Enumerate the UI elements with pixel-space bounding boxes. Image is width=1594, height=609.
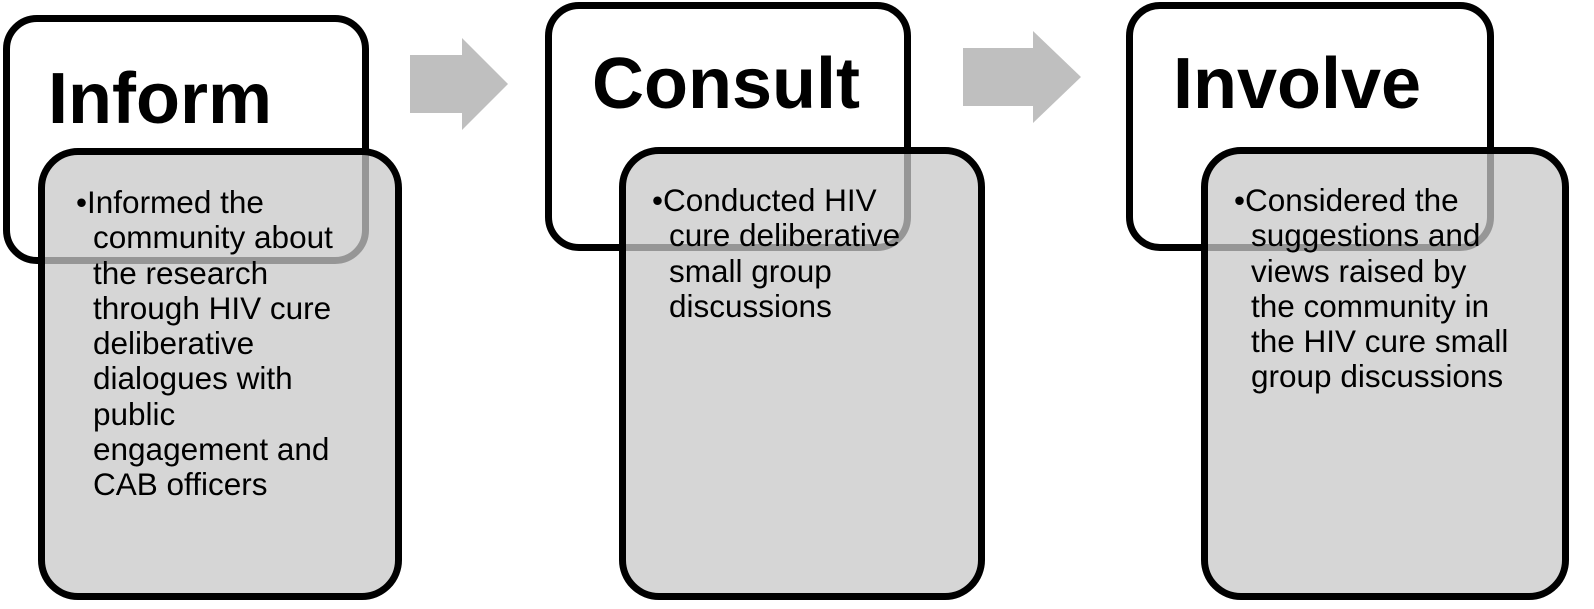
stage-involve-title: Involve xyxy=(1173,44,1422,124)
right-arrow-icon xyxy=(963,31,1081,123)
bullet: • xyxy=(652,182,664,218)
stage-inform-title: Inform xyxy=(48,59,272,139)
stage-inform-description-text: Informed the community about the researc… xyxy=(87,184,333,503)
stage-inform-description: •Informed the community about the resear… xyxy=(76,184,395,503)
stage-consult-title: Consult xyxy=(592,44,860,124)
stage-involve-detail-box: •Considered the suggestions and views ra… xyxy=(1201,147,1569,600)
stage-consult-description: •Conducted HIV cure deliberative small g… xyxy=(652,182,978,324)
bullet: • xyxy=(1234,182,1246,218)
stage-inform-detail-box: •Informed the community about the resear… xyxy=(38,148,402,600)
stage-consult-description-text: Conducted HIV cure deliberative small gr… xyxy=(663,182,901,324)
stage-involve-description: •Considered the suggestions and views ra… xyxy=(1234,182,1562,395)
bullet: • xyxy=(76,184,88,220)
right-arrow-icon xyxy=(410,38,508,130)
stage-consult-detail-box: •Conducted HIV cure deliberative small g… xyxy=(619,147,985,600)
stage-involve-description-text: Considered the suggestions and views rai… xyxy=(1245,182,1509,395)
